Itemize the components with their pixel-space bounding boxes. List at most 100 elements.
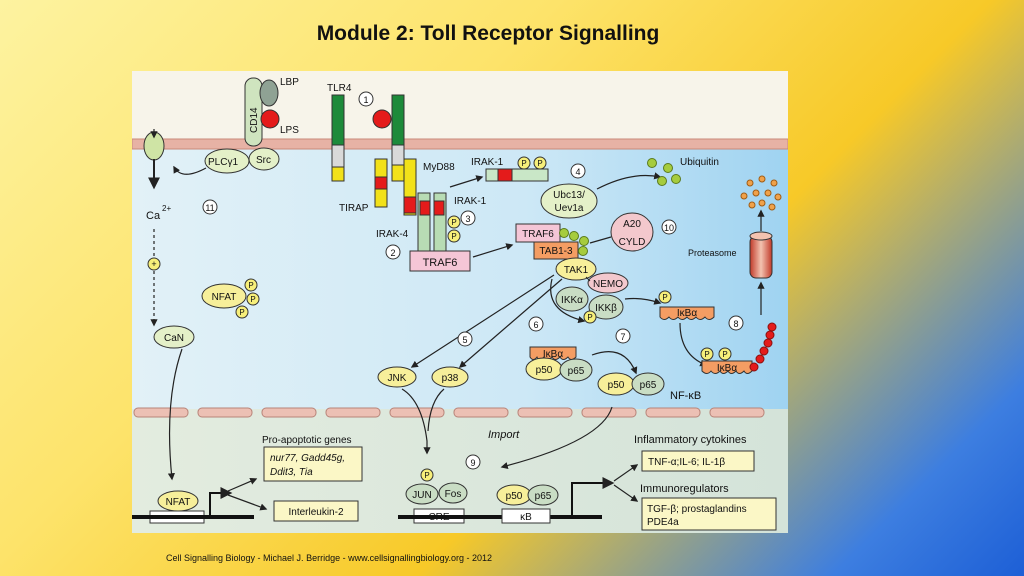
plc-src-complex: PLCγ1 Src: [204, 147, 280, 174]
mapk-branch: 5 JNK p38: [377, 274, 563, 455]
svg-text:Proteasome: Proteasome: [688, 248, 737, 258]
svg-text:8: 8: [733, 319, 738, 329]
ikba-ubiquitinated: P P IκBα: [700, 281, 777, 374]
inflammatory-label: Inflammatory cytokines: [634, 434, 747, 446]
lps-label: LPS: [280, 125, 299, 136]
extracellular-space: [132, 71, 788, 147]
svg-text:TRAF6: TRAF6: [522, 229, 554, 240]
svg-text:IκBα: IκBα: [717, 363, 737, 374]
svg-text:P: P: [248, 281, 253, 290]
svg-text:6: 6: [533, 320, 538, 330]
nfat-gene: NFAT: [132, 477, 268, 524]
svg-text:JNK: JNK: [388, 373, 407, 384]
svg-text:P: P: [587, 313, 592, 322]
svg-text:TAB1-3: TAB1-3: [539, 246, 573, 257]
svg-text:TGF-β; prostaglandins: TGF-β; prostaglandins: [647, 504, 747, 515]
svg-text:P: P: [521, 159, 526, 168]
ikba-phosphorylation: P IκBα 8: [624, 290, 744, 367]
svg-text:p65: p65: [568, 366, 585, 377]
svg-text:Fos: Fos: [445, 489, 462, 500]
svg-text:IκBα: IκBα: [677, 308, 697, 319]
lps-molecule: [260, 109, 280, 129]
svg-text:4: 4: [575, 167, 580, 177]
svg-text:TNF-α;IL-6; IL-1β: TNF-α;IL-6; IL-1β: [648, 457, 725, 468]
svg-text:IKKα: IKKα: [561, 295, 583, 306]
myd88-tirap: MyD88 TIRAP: [339, 158, 455, 216]
svg-text:Interleukin-2: Interleukin-2: [288, 507, 343, 518]
step-marker-4: 4: [570, 163, 586, 179]
svg-text:p50: p50: [536, 365, 553, 376]
jun-fos-gene: P JUN Fos CRE 9: [405, 454, 481, 524]
svg-text:+: +: [151, 259, 156, 269]
irak-complex: IRAK-1 IRAK-4 P P TRAF6: [376, 192, 487, 272]
pro-apoptotic-label: Pro-apoptotic genes: [262, 435, 352, 446]
plasma-membrane: [132, 138, 788, 150]
svg-text:κB: κB: [520, 512, 532, 523]
slide-footer: Cell Signalling Biology - Michael J. Ber…: [166, 553, 492, 563]
traf6-label-1: TRAF6: [423, 257, 458, 269]
interleukin-2-box: Interleukin-2: [273, 500, 359, 522]
import-label: Import: [488, 429, 520, 441]
irak4-label: IRAK-4: [376, 229, 409, 240]
svg-text:JUN: JUN: [412, 490, 431, 501]
step-marker-6: 6: [528, 316, 544, 332]
irak1-released: IRAK-1 P P: [471, 156, 549, 182]
immunoregulators-label: Immunoregulators: [640, 483, 729, 495]
lbp-label: LBP: [280, 77, 299, 88]
step-marker-3: 3: [460, 210, 476, 226]
cd14-lbp-complex: CD14 LBP LPS: [244, 77, 299, 147]
lps-bound: [372, 109, 392, 129]
nfkb-gene: p50 p65 κB: [496, 464, 639, 524]
svg-text:P: P: [239, 308, 244, 317]
svg-text:NFAT: NFAT: [212, 292, 237, 303]
svg-text:P: P: [722, 350, 727, 359]
svg-text:P: P: [537, 159, 542, 168]
svg-text:PDE4a: PDE4a: [647, 517, 679, 528]
svg-text:9: 9: [470, 458, 475, 468]
proteasome: Proteasome: [688, 175, 782, 279]
svg-text:2+: 2+: [162, 204, 171, 213]
plc-label: PLCγ1: [208, 157, 238, 168]
nfkb-active: p50 p65 NF-κB: [597, 372, 701, 402]
step-marker-1: 1: [358, 91, 374, 107]
svg-text:p65: p65: [640, 380, 657, 391]
svg-text:p65: p65: [535, 491, 552, 502]
svg-text:p50: p50: [506, 491, 523, 502]
cytokine-box: TNF-α;IL-6; IL-1β: [641, 450, 755, 472]
myd88-label: MyD88: [423, 162, 455, 173]
svg-text:Uev1a: Uev1a: [555, 203, 584, 214]
svg-text:IκBα: IκBα: [543, 349, 563, 360]
ubiquitin-label: Ubiquitin: [680, 157, 719, 168]
svg-text:NEMO: NEMO: [593, 279, 623, 290]
svg-text:A20: A20: [623, 219, 641, 230]
svg-text:P: P: [662, 293, 667, 302]
svg-text:P: P: [704, 350, 709, 359]
svg-text:IRAK-1: IRAK-1: [471, 157, 504, 168]
svg-text:5: 5: [462, 335, 467, 345]
tirap-label: TIRAP: [339, 203, 369, 214]
svg-text:TAK1: TAK1: [564, 265, 589, 276]
calcium-label: Ca: [146, 210, 161, 222]
svg-text:CYLD: CYLD: [619, 237, 646, 248]
a20-cyld: A20 CYLD 10: [589, 212, 677, 252]
irak1-label: IRAK-1: [454, 196, 487, 207]
svg-text:NFAT: NFAT: [166, 497, 191, 508]
ikk-complex: NEMO IKKα IKKβ P: [555, 272, 629, 324]
cd14-label: CD14: [249, 107, 260, 133]
svg-text:3: 3: [465, 214, 470, 224]
svg-text:P: P: [424, 471, 429, 480]
nuclear-envelope: [133, 407, 765, 418]
svg-text:P: P: [451, 218, 456, 227]
svg-text:Ubc13/: Ubc13/: [553, 190, 585, 201]
svg-text:p38: p38: [442, 373, 459, 384]
svg-text:Ddit3, Tia: Ddit3, Tia: [270, 467, 313, 478]
svg-text:11: 11: [205, 203, 214, 213]
svg-text:10: 10: [664, 223, 674, 233]
svg-text:IKKβ: IKKβ: [595, 303, 617, 314]
tlr4-label: TLR4: [327, 83, 352, 94]
svg-text:p50: p50: [608, 380, 625, 391]
immunoregulator-box: TGF-β; prostaglandins PDE4a: [641, 497, 777, 531]
svg-text:P: P: [451, 232, 456, 241]
svg-text:P: P: [250, 295, 255, 304]
svg-text:2: 2: [390, 248, 395, 258]
